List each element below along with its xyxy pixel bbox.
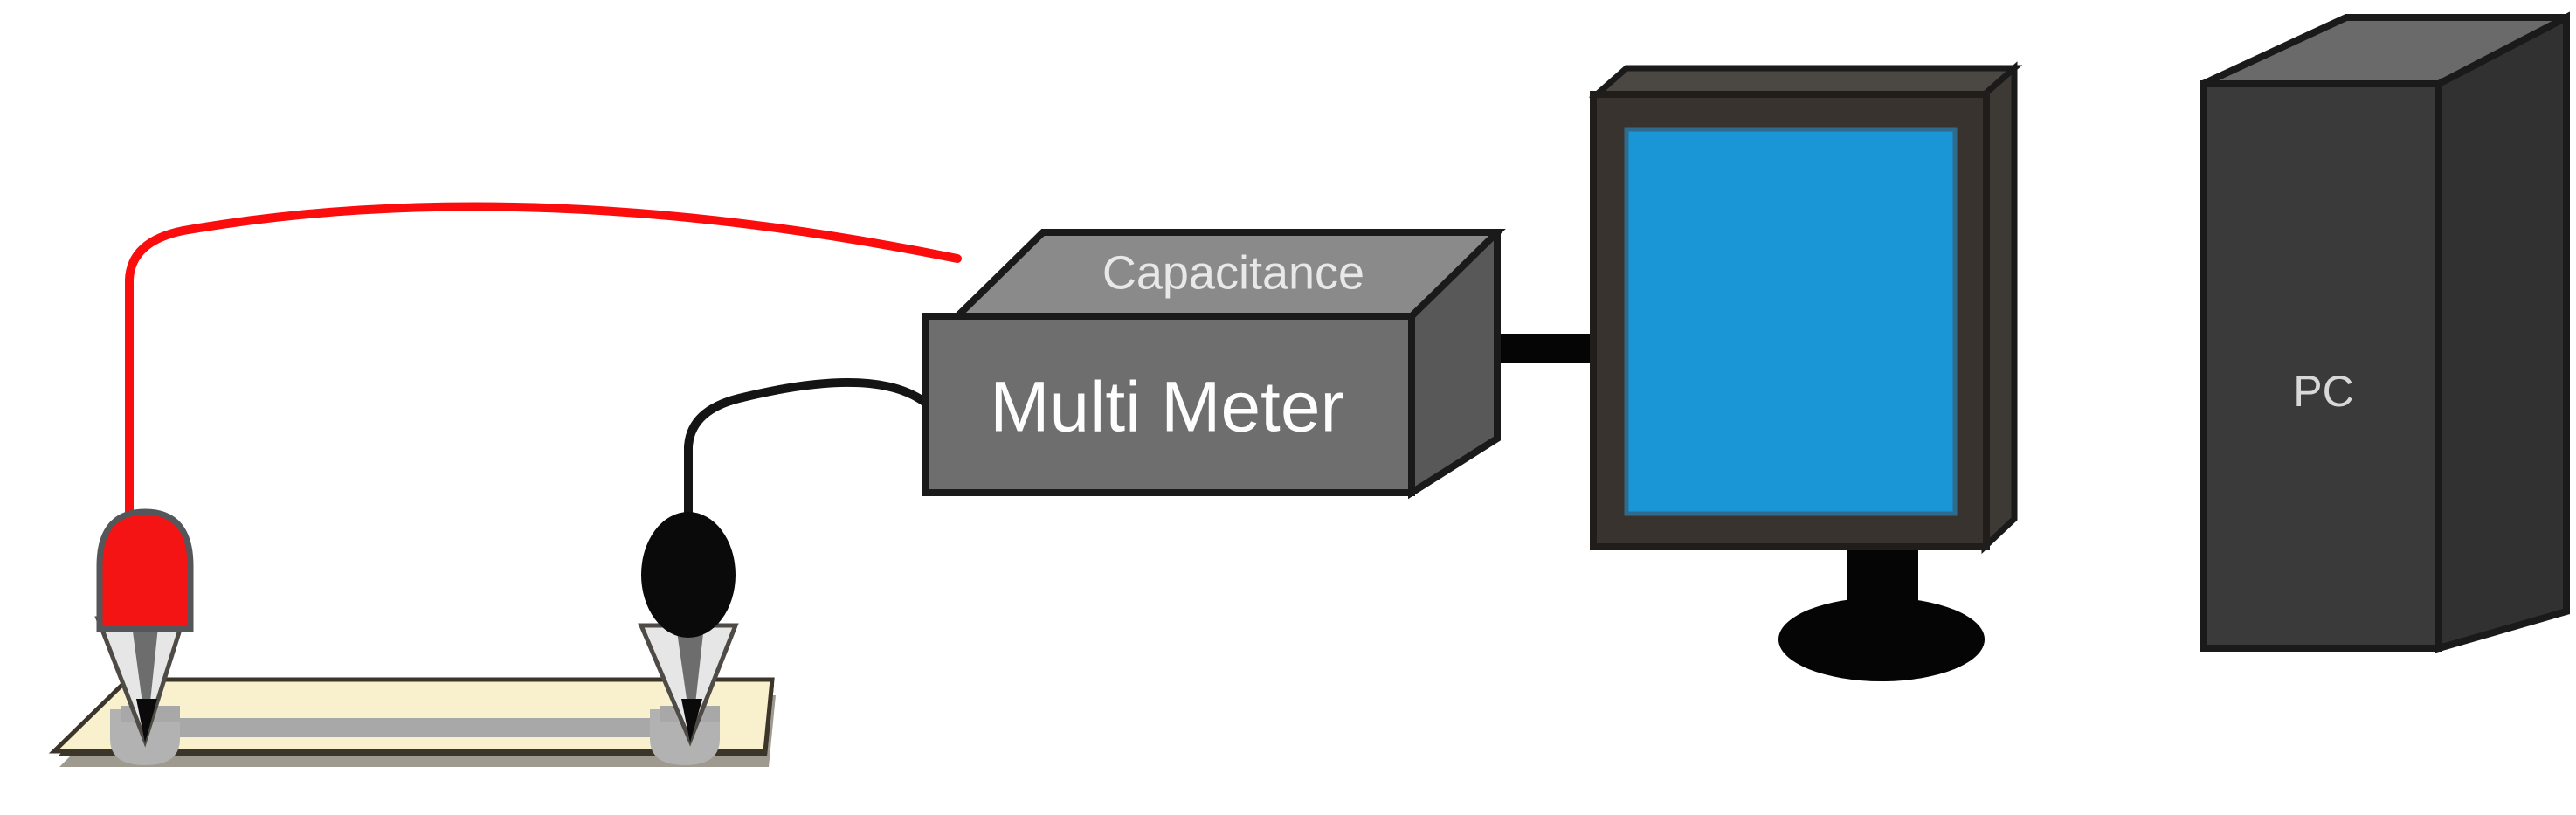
red-probe [94,508,194,748]
red-probe-tip-shaft [131,618,159,736]
black-lead-cable [684,377,957,616]
monitor [1588,61,2023,681]
pc-tower-side-face [2435,11,2570,653]
pc-tower-label: PC [2293,367,2353,416]
multimeter: Capacitance Multi Meter [922,229,1506,500]
electrode-track [122,718,681,737]
pc-tower-front-face [2200,80,2442,652]
red-lead-cable [125,202,962,607]
black-probe-body [641,512,736,638]
monitor-top-face [1588,65,2023,98]
red-probe-body [96,508,194,632]
monitor-screen [1624,127,1958,516]
black-probe-tip-point [681,699,702,742]
monitor-stand-neck [1847,542,1918,639]
black-probe [638,512,739,747]
multimeter-top-label: Capacitance [1102,246,1364,299]
multimeter-front-face [922,313,1415,496]
pc-tower: PC [2200,11,2570,653]
red-probe-tip-point [136,699,157,742]
sample-substrate [48,677,776,767]
electrode-pad-right [650,709,720,765]
multimeter-front-label: Multi Meter [990,368,1344,447]
black-probe-tip-shaft [676,625,704,736]
